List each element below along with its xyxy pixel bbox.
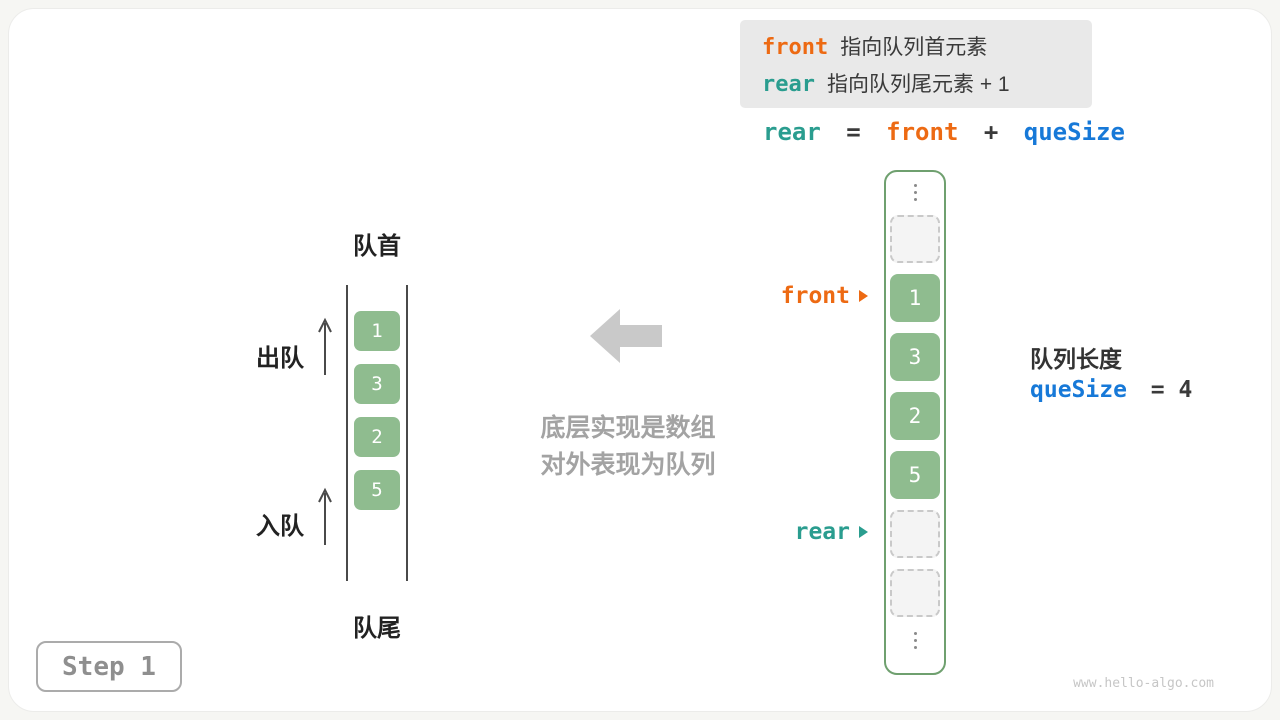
front-pointer-label: front <box>780 283 850 309</box>
pointer-formula: rear = front + queSize <box>763 118 1136 146</box>
queue-right-wall <box>406 285 408 581</box>
array-cell: 1 <box>890 274 940 322</box>
center-note-line1: 底层实现是数组 <box>540 414 716 442</box>
formula-equals: = <box>846 118 861 146</box>
array-cell: 2 <box>890 392 940 440</box>
queue-left-wall <box>346 285 348 581</box>
center-note-line2: 对外表现为队列 <box>540 451 716 479</box>
queue-size-line: queSize = 4 <box>1030 377 1192 403</box>
rear-pointer-label: rear <box>794 519 850 545</box>
formula-rear: rear <box>763 118 821 146</box>
quesize-keyword: queSize <box>1030 377 1127 403</box>
array-container: 1 3 2 5 <box>884 170 946 675</box>
step-badge: Step 1 <box>36 641 182 692</box>
watermark: www.hello-algo.com <box>1073 676 1214 691</box>
left-block-arrow-icon <box>590 309 662 363</box>
array-cell: 3 <box>890 333 940 381</box>
front-keyword: front <box>762 34 829 60</box>
formula-quesize: queSize <box>1023 118 1125 146</box>
array-cell-empty <box>890 215 940 263</box>
array-cell: 5 <box>890 451 940 499</box>
dequeue-label: 出队 <box>256 345 304 372</box>
array-cell-empty <box>890 569 940 617</box>
legend-box: front 指向队列首元素 rear 指向队列尾元素 + 1 <box>740 20 1092 108</box>
rear-pointer: rear <box>736 519 868 545</box>
queue-item: 5 <box>354 470 400 510</box>
rear-description: 指向队列尾元素 + 1 <box>826 72 1010 96</box>
figure-card <box>8 8 1272 712</box>
front-pointer: front <box>736 283 868 309</box>
vertical-ellipsis-icon <box>913 628 917 652</box>
enqueue-label: 入队 <box>256 513 304 540</box>
front-description: 指向队列首元素 <box>840 35 988 59</box>
formula-front: front <box>886 118 959 146</box>
queue-front-label: 队首 <box>353 233 401 260</box>
legend-line-rear: rear 指向队列尾元素 + 1 <box>762 68 1070 98</box>
array-cell-empty <box>890 510 940 558</box>
up-arrow-icon <box>318 317 332 375</box>
queue-item: 2 <box>354 417 400 457</box>
queue-item: 1 <box>354 311 400 351</box>
formula-plus: + <box>983 118 999 146</box>
queue-length-label: 队列长度 <box>1030 346 1122 372</box>
legend-line-front: front 指向队列首元素 <box>762 31 1070 61</box>
queue-item: 3 <box>354 364 400 404</box>
rear-keyword: rear <box>762 71 815 97</box>
quesize-value: = 4 <box>1150 377 1193 403</box>
right-arrow-icon <box>859 526 868 538</box>
up-arrow-icon <box>318 487 332 545</box>
right-arrow-icon <box>859 290 868 302</box>
vertical-ellipsis-icon <box>913 180 917 204</box>
queue-rear-label: 队尾 <box>353 615 401 642</box>
center-note: 底层实现是数组 对外表现为队列 <box>505 410 751 484</box>
